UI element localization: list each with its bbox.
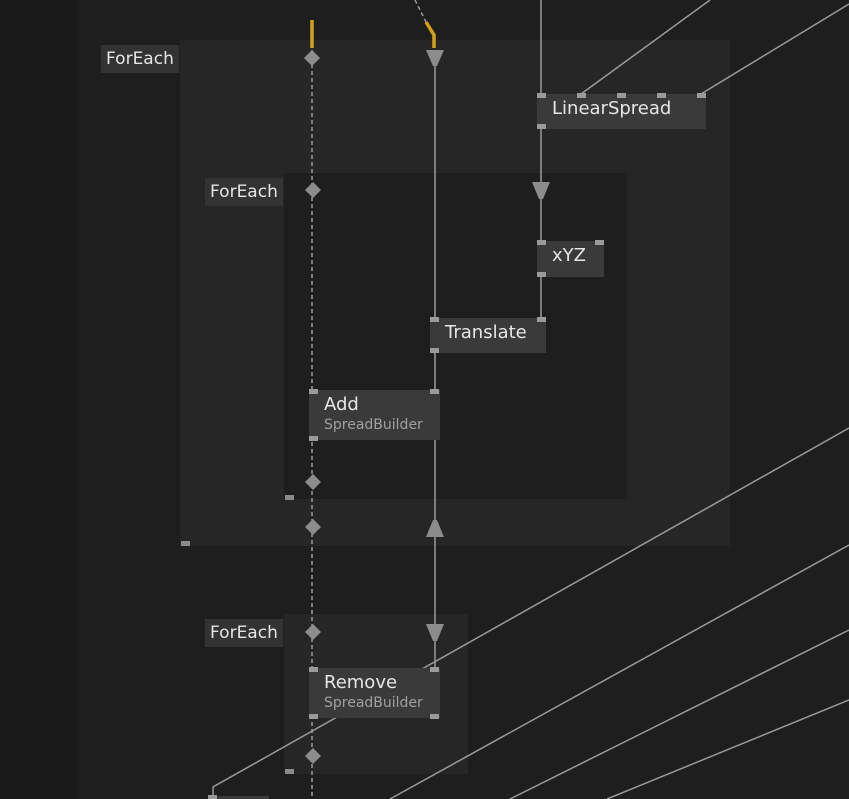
- bottom-region-resize-handle[interactable]: [285, 769, 294, 774]
- foreach-region-inner-label[interactable]: ForEach: [205, 178, 283, 206]
- linearspread-input-pin[interactable]: [657, 93, 666, 98]
- canvas-left-margin: [0, 0, 78, 799]
- translate-input-pin[interactable]: [537, 317, 546, 322]
- linearspread-output-pin[interactable]: [537, 124, 546, 129]
- diagonal-link-2[interactable]: [389, 544, 849, 799]
- remove-node-title: Remove: [324, 672, 398, 693]
- region-input-pin[interactable]: [426, 624, 444, 641]
- remove-input-pin[interactable]: [309, 667, 318, 672]
- xyz-node-title: xYZ: [552, 245, 586, 266]
- linearspread-input-pin[interactable]: [617, 93, 626, 98]
- linearspread-node[interactable]: LinearSpread: [537, 94, 706, 129]
- xyz-node[interactable]: xYZ: [537, 241, 604, 277]
- diamond-control-point[interactable]: [305, 624, 321, 640]
- linearspread-input-link-1[interactable]: [580, 0, 711, 95]
- diagonal-link-3[interactable]: [509, 629, 849, 799]
- foreach-region-bottom-label[interactable]: ForEach: [205, 619, 283, 647]
- xyz-output-pin[interactable]: [537, 272, 546, 277]
- linearspread-input-pin[interactable]: [537, 93, 546, 98]
- diamond-control-point[interactable]: [305, 519, 321, 535]
- translate-node-title: Translate: [445, 322, 527, 343]
- translate-input-pin[interactable]: [430, 317, 439, 322]
- inner-region-resize-handle[interactable]: [285, 495, 294, 500]
- diagonal-link-4[interactable]: [606, 699, 849, 799]
- foreach-region-outer-label[interactable]: ForEach: [101, 45, 179, 73]
- add-node-title: Add: [324, 394, 359, 415]
- remove-input-pin[interactable]: [430, 667, 439, 672]
- region-input-pin[interactable]: [426, 50, 444, 66]
- outer-region-resize-handle[interactable]: [181, 541, 190, 546]
- xyz-input-pin[interactable]: [595, 240, 604, 245]
- remove-spreadbuilder-node[interactable]: Remove SpreadBuilder: [309, 668, 440, 718]
- linearspread-input-link-2[interactable]: [700, 3, 849, 95]
- linearspread-input-pin[interactable]: [697, 93, 706, 98]
- offscreen-node[interactable]: [208, 796, 269, 799]
- translate-node[interactable]: Translate: [430, 318, 546, 353]
- linearspread-node-title: LinearSpread: [552, 98, 672, 119]
- diamond-control-point[interactable]: [305, 182, 321, 198]
- translate-output-pin[interactable]: [430, 348, 439, 353]
- linearspread-input-pin[interactable]: [577, 93, 586, 98]
- diamond-control-point[interactable]: [305, 474, 321, 490]
- add-output-pin[interactable]: [309, 436, 318, 441]
- remove-node-subtitle: SpreadBuilder: [324, 695, 423, 711]
- highlighted-link-right[interactable]: [424, 21, 436, 48]
- remove-output-pin[interactable]: [309, 714, 318, 719]
- remove-output-pin[interactable]: [430, 714, 439, 719]
- add-node-subtitle: SpreadBuilder: [324, 417, 423, 433]
- xyz-input-pin[interactable]: [537, 240, 546, 245]
- offscreen-node-input-pin[interactable]: [208, 795, 217, 799]
- diamond-control-point[interactable]: [304, 50, 320, 66]
- add-input-pin[interactable]: [430, 389, 439, 394]
- add-spreadbuilder-node[interactable]: Add SpreadBuilder: [309, 390, 440, 440]
- dashed-input-link-top[interactable]: [414, 0, 427, 23]
- region-output-pin[interactable]: [426, 520, 444, 537]
- diamond-control-point[interactable]: [305, 748, 321, 764]
- region-input-pin[interactable]: [532, 182, 550, 199]
- add-input-pin[interactable]: [309, 389, 318, 394]
